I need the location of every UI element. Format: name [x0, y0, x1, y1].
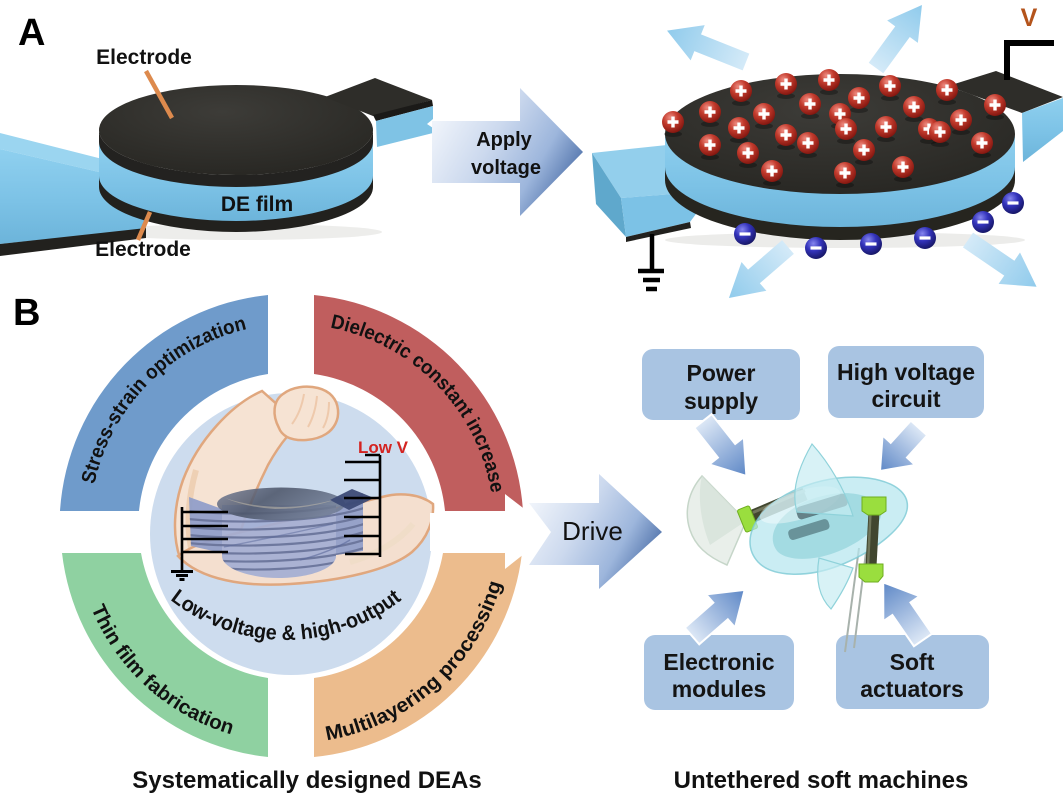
svg-text:V: V — [1021, 4, 1038, 32]
svg-text:Drive: Drive — [562, 516, 623, 546]
svg-text:modules: modules — [672, 676, 767, 702]
svg-text:Power: Power — [686, 360, 755, 386]
svg-text:actuators: actuators — [860, 676, 964, 702]
svg-text:High voltage: High voltage — [837, 359, 975, 385]
svg-text:Low V: Low V — [358, 438, 409, 457]
svg-text:DE film: DE film — [221, 193, 293, 216]
svg-text:B: B — [13, 292, 40, 334]
svg-text:Electrode: Electrode — [96, 46, 192, 69]
svg-text:circuit: circuit — [871, 386, 940, 412]
svg-text:Soft: Soft — [890, 649, 935, 675]
svg-text:Electrode: Electrode — [95, 238, 191, 261]
svg-text:Systematically designed DEAs: Systematically designed DEAs — [132, 767, 481, 794]
svg-text:Electronic: Electronic — [663, 649, 774, 675]
svg-text:supply: supply — [684, 388, 758, 414]
svg-text:voltage: voltage — [471, 157, 541, 179]
svg-text:Apply: Apply — [476, 129, 532, 151]
svg-text:A: A — [18, 12, 45, 54]
svg-text:Untethered soft machines: Untethered soft machines — [674, 767, 969, 794]
